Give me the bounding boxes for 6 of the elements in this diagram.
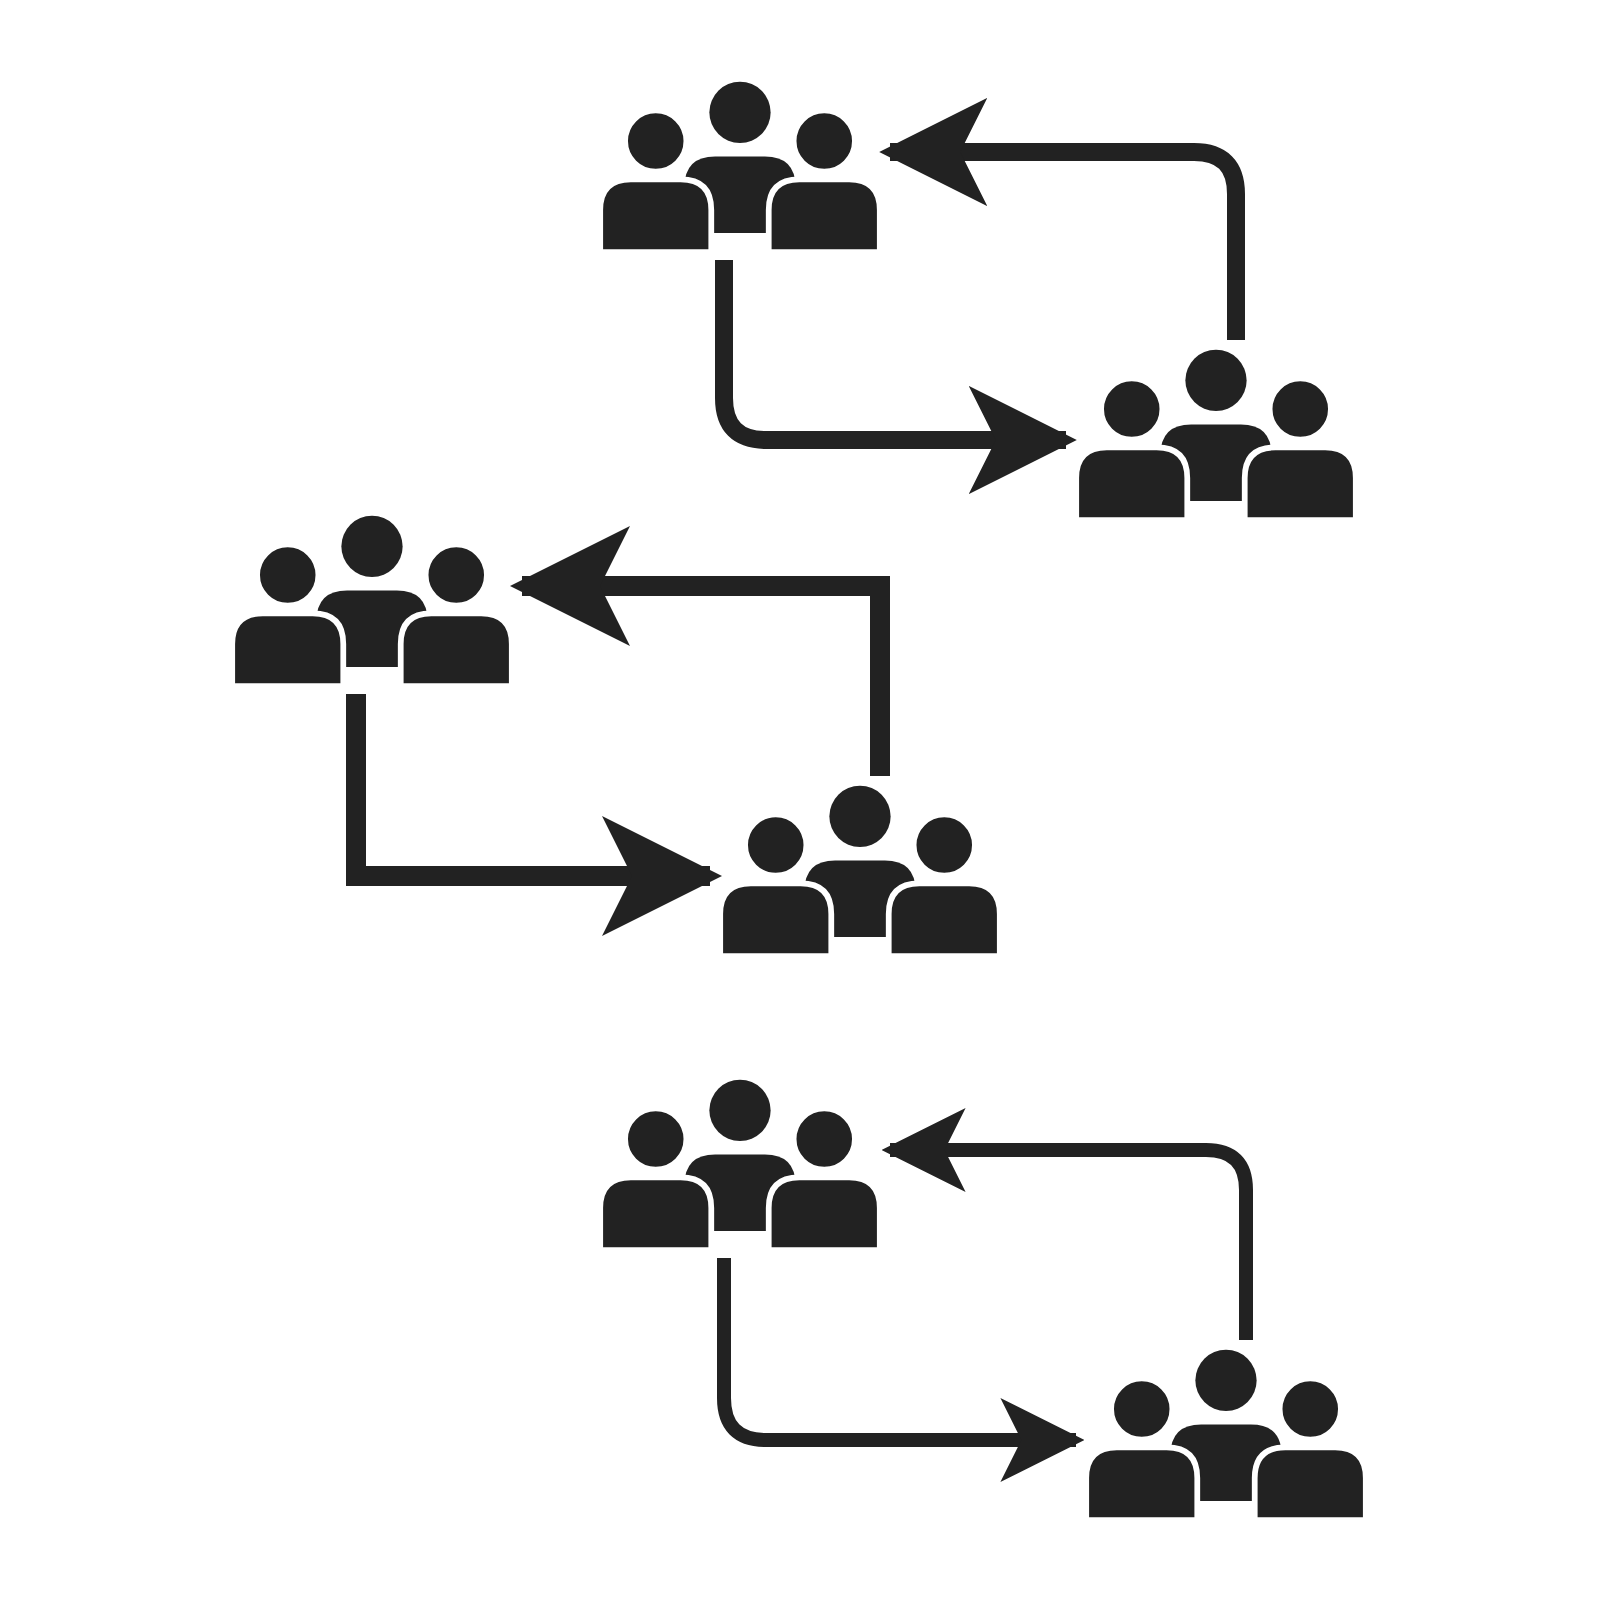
arrow (346, 694, 722, 936)
arrow (717, 1258, 1085, 1482)
arrow (881, 1108, 1253, 1340)
arrow (715, 260, 1077, 494)
arrow (510, 526, 890, 776)
arrow (879, 98, 1245, 340)
